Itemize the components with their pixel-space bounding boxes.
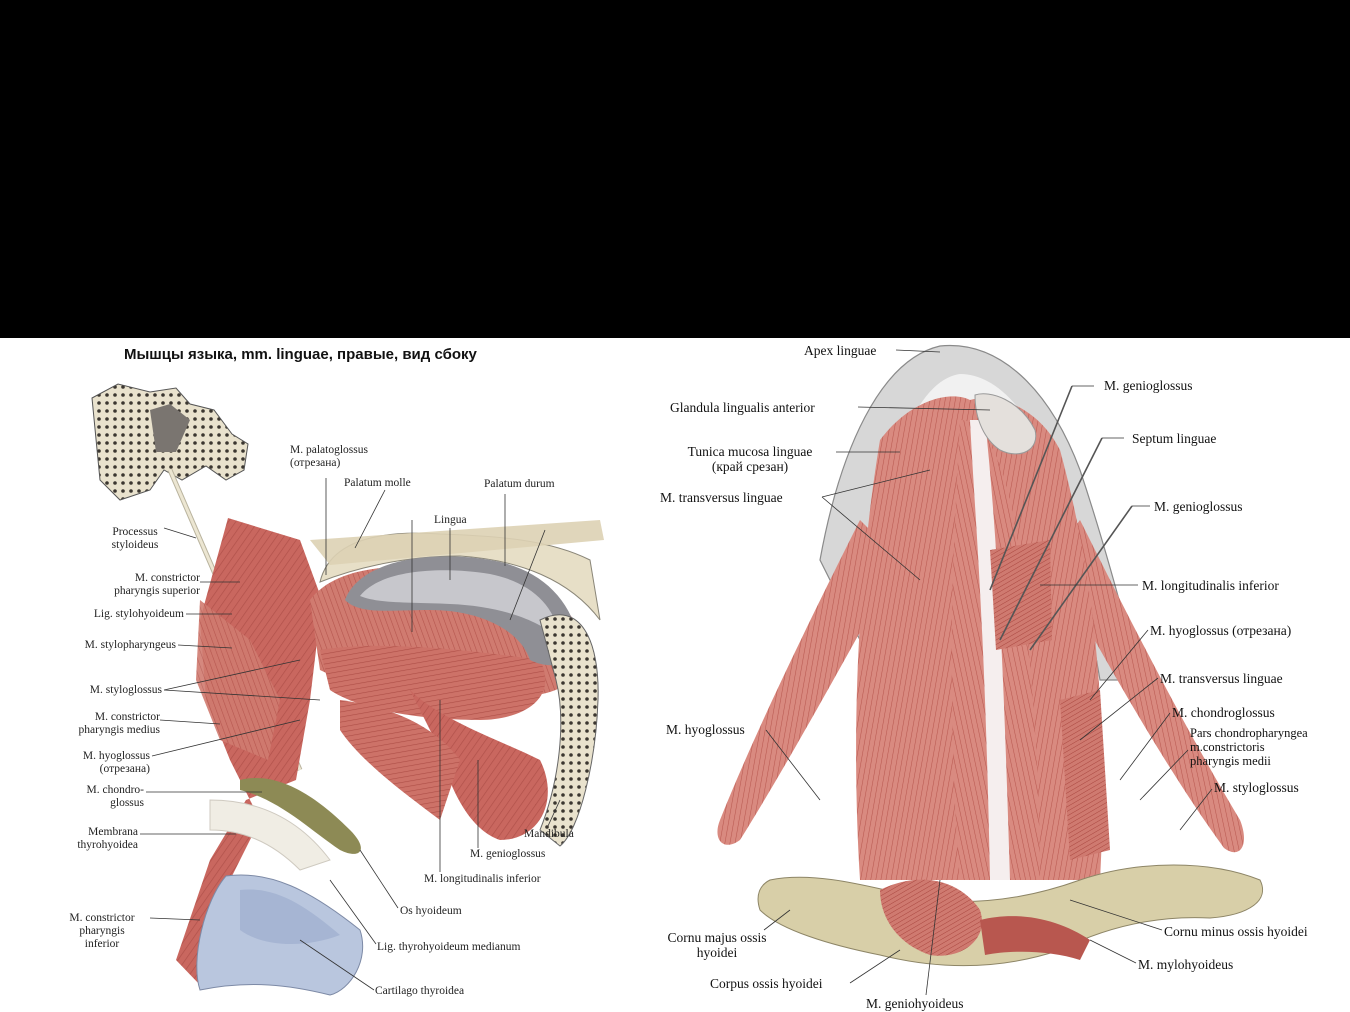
label-constrictor-inferior: M. constrictor pharyngis inferior xyxy=(69,912,135,950)
label-palatum-durum: Palatum durum xyxy=(484,478,555,490)
label-chondroglossus: M. chondro- glossus xyxy=(86,784,145,809)
label-chondroglossus-right: M. chondroglossus xyxy=(1172,705,1275,720)
label-geniohyoideus: M. geniohyoideus xyxy=(866,996,964,1011)
label-lig-stylohyoideum: Lig. stylohyoideum xyxy=(93,608,184,620)
label-lig-thyrohyoideum-medianum: Lig. thyrohyoideum medianum xyxy=(377,941,521,953)
label-longitudinalis-inferior: M. longitudinalis inferior xyxy=(424,873,541,885)
label-transversus-linguae-left: M. transversus linguae xyxy=(660,490,783,505)
label-hyoglossus: M. hyoglossus (отрезана) xyxy=(82,750,150,775)
label-palatoglossus: M. palatoglossus (отрезана) xyxy=(290,444,368,469)
label-septum-linguae: Septum linguae xyxy=(1132,431,1217,446)
label-cornu-majus: Cornu majus ossis hyoidei xyxy=(667,930,767,960)
label-tunica-mucosa: Tunica mucosa linguae (край срезан) xyxy=(687,444,813,474)
label-longitudinalis-inferior-right: M. longitudinalis inferior xyxy=(1142,578,1279,593)
label-mandibula: Mandibula xyxy=(524,828,574,840)
label-palatum-molle: Palatum molle xyxy=(344,477,411,489)
label-genioglossus-mid: M. genioglossus xyxy=(1154,499,1243,514)
label-hyoglossus-left: M. hyoglossus xyxy=(666,722,745,737)
label-cornu-minus: Cornu minus ossis hyoidei xyxy=(1164,924,1308,939)
label-genioglossus: M. genioglossus xyxy=(470,848,546,860)
label-mylohyoideus: M. mylohyoideus xyxy=(1138,957,1234,972)
label-genioglossus-top: M. genioglossus xyxy=(1104,378,1193,393)
black-top-band xyxy=(0,0,1350,338)
label-stylopharyngeus: M. stylopharyngeus xyxy=(84,639,176,651)
label-styloglossus-right: M. styloglossus xyxy=(1214,780,1299,795)
label-constrictor-superior: M. constrictor pharyngis superior xyxy=(114,572,200,597)
label-lingua: Lingua xyxy=(434,514,467,526)
label-transversus-linguae-right: M. transversus linguae xyxy=(1160,671,1283,686)
label-hyoglossus-cut: M. hyoglossus (отрезана) xyxy=(1150,623,1292,638)
label-pars-chondropharyngea: Pars chondropharyngea m.constrictoris ph… xyxy=(1190,726,1308,768)
label-os-hyoideum: Os hyoideum xyxy=(400,905,462,917)
label-membrana-thyrohyoidea: Membrana thyrohyoidea xyxy=(77,826,138,851)
label-corpus-ossis-hyoidei: Corpus ossis hyoidei xyxy=(710,976,823,991)
label-cartilago-thyroidea: Cartilago thyroidea xyxy=(375,985,465,997)
label-apex-linguae: Apex linguae xyxy=(804,343,877,358)
label-glandula-lingualis-anterior: Glandula lingualis anterior xyxy=(670,400,815,415)
label-processus-styloideus: Processus styloideus xyxy=(111,526,159,551)
label-constrictor-medius: M. constrictor pharyngis medius xyxy=(78,711,160,736)
page-title: Мышцы языка, mm. linguae, правые, вид сб… xyxy=(124,346,477,363)
label-styloglossus: M. styloglossus xyxy=(89,684,162,696)
